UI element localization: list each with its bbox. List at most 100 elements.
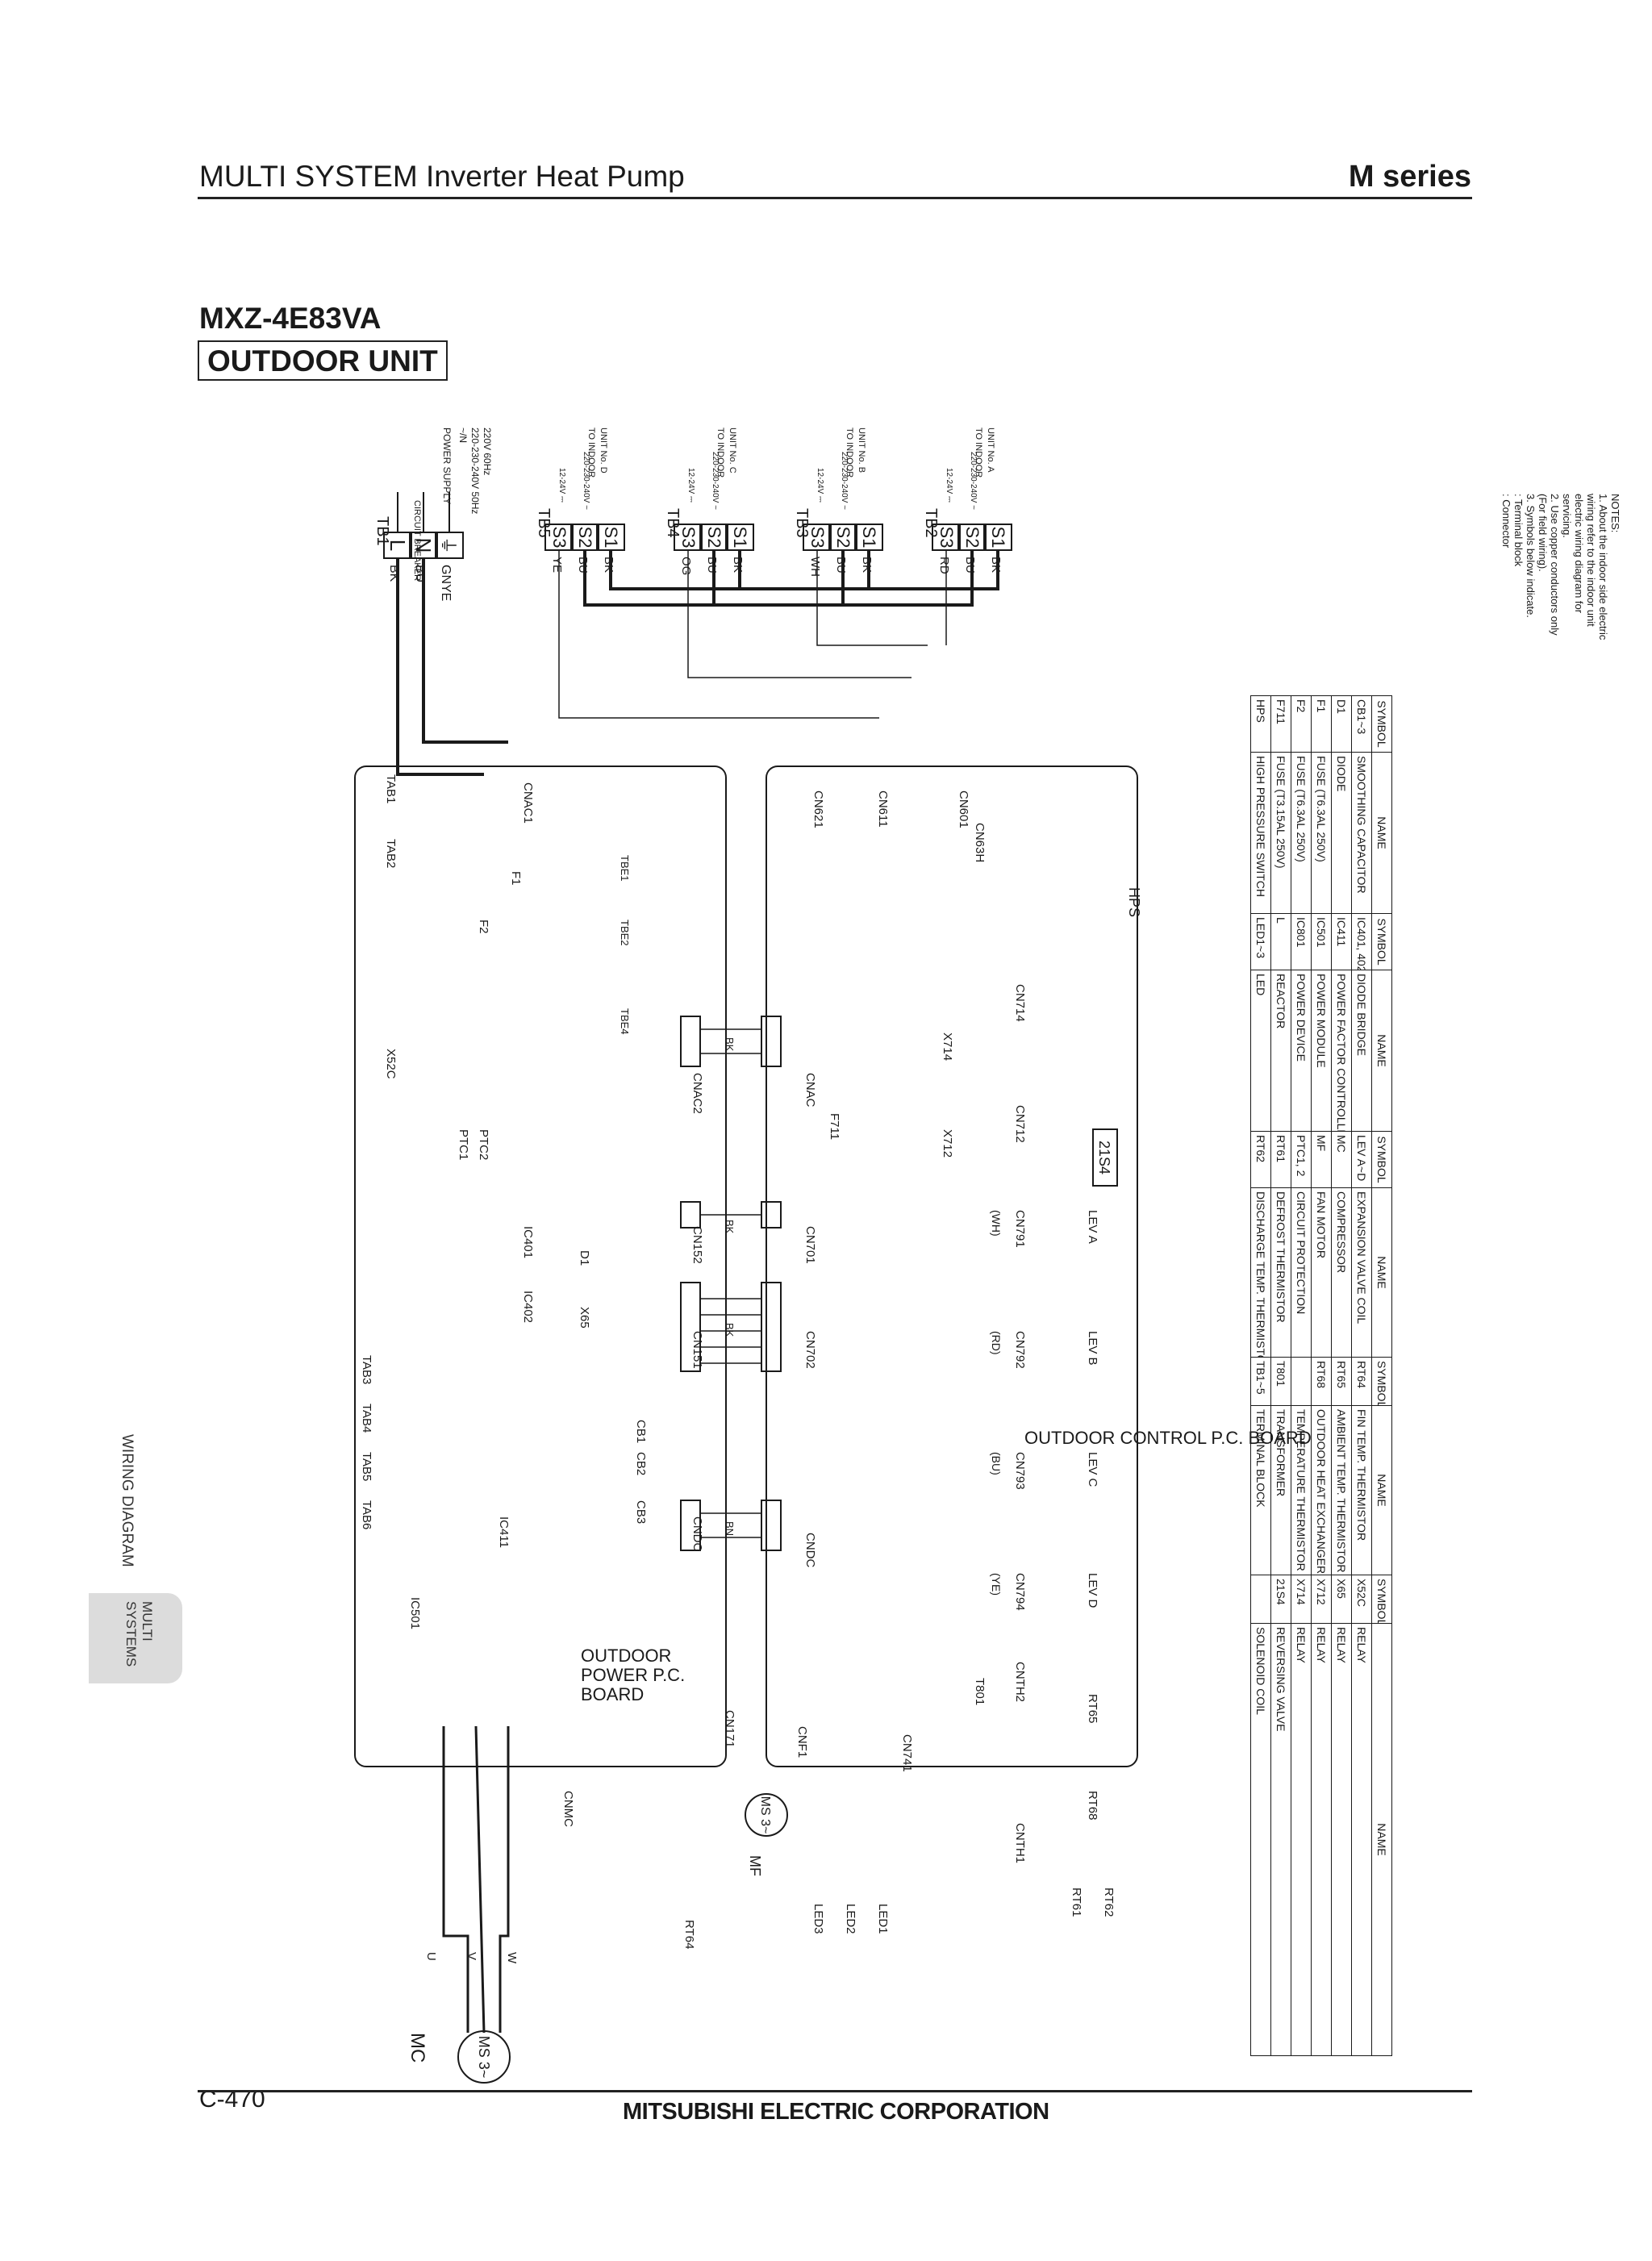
- f711-label: F711: [828, 1113, 841, 1140]
- legend-name-cell: REACTOR: [1270, 970, 1291, 1132]
- note-line-8: : Terminal block: [1512, 494, 1525, 567]
- legend-name-cell: POWER FACTOR CONTROLLER: [1331, 970, 1352, 1132]
- tb4-s3: S3: [678, 527, 699, 549]
- cn701-connector: [761, 1201, 782, 1229]
- legend-hdr-symbol-5: SYMBOL: [1371, 1575, 1392, 1624]
- cn702-connector: [761, 1282, 782, 1372]
- tb5-wire-bu: BU: [576, 557, 590, 574]
- ic501-label: IC501: [408, 1597, 422, 1629]
- cnac2-connector: [680, 1016, 701, 1067]
- tb5-label: TB5: [535, 508, 553, 538]
- cn152-label: CN152: [690, 1226, 704, 1264]
- legend-symbol-cell: 21S4: [1270, 1575, 1291, 1624]
- phase-u-label: U: [424, 1952, 438, 1961]
- supply-label: POWER SUPPLY: [441, 428, 453, 504]
- x712-label: X712: [941, 1129, 954, 1158]
- supply-v1-label: 220-230-240V 50Hz: [469, 428, 481, 514]
- cnac-label: CNAC: [803, 1073, 817, 1108]
- lev-a-label: LEV A: [1086, 1210, 1099, 1244]
- note-line-6: (For field wiring).: [1537, 494, 1549, 572]
- legend-hdr-name-5: NAME: [1371, 1623, 1392, 2056]
- legend-symbol-cell: TB1~5: [1250, 1357, 1271, 1406]
- tb3-block: S3 S2 S1 TB3 TO INDOOR UNIT No. B WH BU …: [793, 428, 883, 577]
- control-board-components: CNAC F711 CN701 CN702 CNDC CN621 CN611 C…: [682, 791, 1142, 1949]
- cn63h-label: CN63H: [973, 823, 987, 862]
- side-section-tab[interactable]: MULTI SYSTEMS: [89, 1593, 182, 1683]
- legend-symbol-cell: F1: [1311, 695, 1332, 753]
- cnac1-label: CNAC1: [521, 782, 535, 824]
- compressor-text: MS 3~: [476, 2036, 492, 2079]
- tb3-s3: S3: [807, 527, 828, 549]
- cn621-label: CN621: [811, 791, 825, 828]
- legend-name-cell: SMOOTHING CAPACITOR: [1351, 752, 1372, 914]
- legend-symbol-cell: RT64: [1351, 1357, 1372, 1406]
- legend-name-cell: POWER MODULE: [1311, 970, 1332, 1132]
- earth-icon: ⏚: [438, 536, 458, 554]
- legend-name-cell: COMPRESSOR: [1331, 1187, 1352, 1358]
- legend-name-cell: FAN MOTOR: [1311, 1187, 1332, 1358]
- cnac2-label: CNAC2: [690, 1073, 704, 1114]
- legend-table-wrapper: SYMBOL NAME SYMBOL NAME SYMBOL NAME SYMB…: [1249, 695, 1392, 2056]
- legend-symbol-cell: MF: [1311, 1131, 1332, 1188]
- tab4-label: TAB4: [360, 1404, 373, 1433]
- legend-symbol-cell: X714: [1291, 1575, 1312, 1624]
- cn151-wire-bk: BK: [724, 1323, 736, 1337]
- notes-title: NOTES:: [1609, 494, 1621, 533]
- note-line-3: electric wiring diagram for: [1573, 494, 1585, 614]
- tb3-s1: S1: [859, 527, 879, 549]
- cndc-power-label: CNDC: [690, 1516, 704, 1551]
- note-line-1: 1. About the indoor side electric: [1597, 494, 1609, 640]
- legend-symbol-cell: IC501: [1311, 913, 1332, 970]
- led1-label: LED1: [876, 1904, 890, 1934]
- tbe1-label: TBE1: [619, 855, 631, 882]
- tb3-v12: 12-24V ⎓: [816, 468, 824, 503]
- legend-symbol-cell: RT62: [1250, 1131, 1271, 1188]
- tb3-unit-label: UNIT No. B: [857, 428, 866, 473]
- legend-symbol-cell: [1250, 1575, 1271, 1624]
- d1-label: D1: [578, 1250, 591, 1266]
- tab1-label: TAB1: [384, 774, 398, 803]
- legend-name-cell: FUSE (T6.3AL 250V): [1311, 752, 1332, 914]
- tb4-to-label: TO INDOOR: [715, 428, 725, 478]
- legend-name-cell: CIRCUIT PROTECTION: [1291, 1187, 1312, 1358]
- cn714-label: CN714: [1013, 984, 1027, 1022]
- cn151-connector: [680, 1282, 701, 1372]
- legend-name-cell: DISCHARGE TEMP. THERMISTOR: [1250, 1187, 1271, 1358]
- diagram-rotated-group: L N ⏚ TB1 CIRCUIT BREAKER POWER SUPPLY ~…: [354, 428, 1312, 2084]
- cb1-label: CB1: [634, 1420, 648, 1443]
- legend-name-cell: FIN TEMP. THERMISTOR: [1351, 1405, 1372, 1575]
- x52c-label: X52C: [384, 1049, 398, 1079]
- cnac-wire-bk: BK: [724, 1037, 736, 1052]
- tb1-l-label: L: [386, 540, 410, 551]
- tb2-v220: 220-230-240V ~: [969, 452, 978, 510]
- legend-symbol-cell: T801: [1270, 1357, 1291, 1406]
- x65-label: X65: [578, 1307, 591, 1329]
- tb3-wire-wh: WH: [808, 557, 822, 577]
- legend-symbol-cell: RT65: [1331, 1357, 1352, 1406]
- legend-symbol-cell: IC401, 402: [1351, 913, 1372, 970]
- legend-name-cell: RELAY: [1311, 1623, 1332, 2056]
- footer-rule: [198, 2090, 1472, 2092]
- legend-name-cell: DIODE: [1331, 752, 1352, 914]
- tab5-label: TAB5: [360, 1452, 373, 1481]
- legend-header-row: SYMBOL NAME SYMBOL NAME SYMBOL NAME SYMB…: [1371, 695, 1392, 2056]
- tb4-v12: 12-24V ⎓: [686, 468, 695, 503]
- ic401-label: IC401: [521, 1226, 535, 1258]
- legend-symbol-cell: CB1~3: [1351, 695, 1372, 753]
- note-line-7: 3. Symbols below indicate.: [1525, 494, 1537, 618]
- lev-c-label: LEV C: [1086, 1452, 1099, 1487]
- cnth1-label: CNTH1: [1013, 1823, 1027, 1863]
- led2-label: LED2: [844, 1904, 857, 1934]
- tb2-wire-bu: BU: [963, 557, 977, 574]
- lev-b-label: LEV B: [1086, 1331, 1099, 1366]
- ic402-label: IC402: [521, 1291, 535, 1323]
- legend-symbol-cell: RT68: [1311, 1357, 1332, 1406]
- legend-name-cell: DIODE BRIDGE: [1351, 970, 1372, 1132]
- legend-name-cell: RELAY: [1291, 1623, 1312, 2056]
- legend-symbol-cell: IC411: [1331, 913, 1352, 970]
- legend-symbol-cell: X65: [1331, 1575, 1352, 1624]
- indoor-terminal-blocks: S3 S2 S1 TB5 TO INDOOR UNIT No. D YE BU …: [535, 428, 1012, 719]
